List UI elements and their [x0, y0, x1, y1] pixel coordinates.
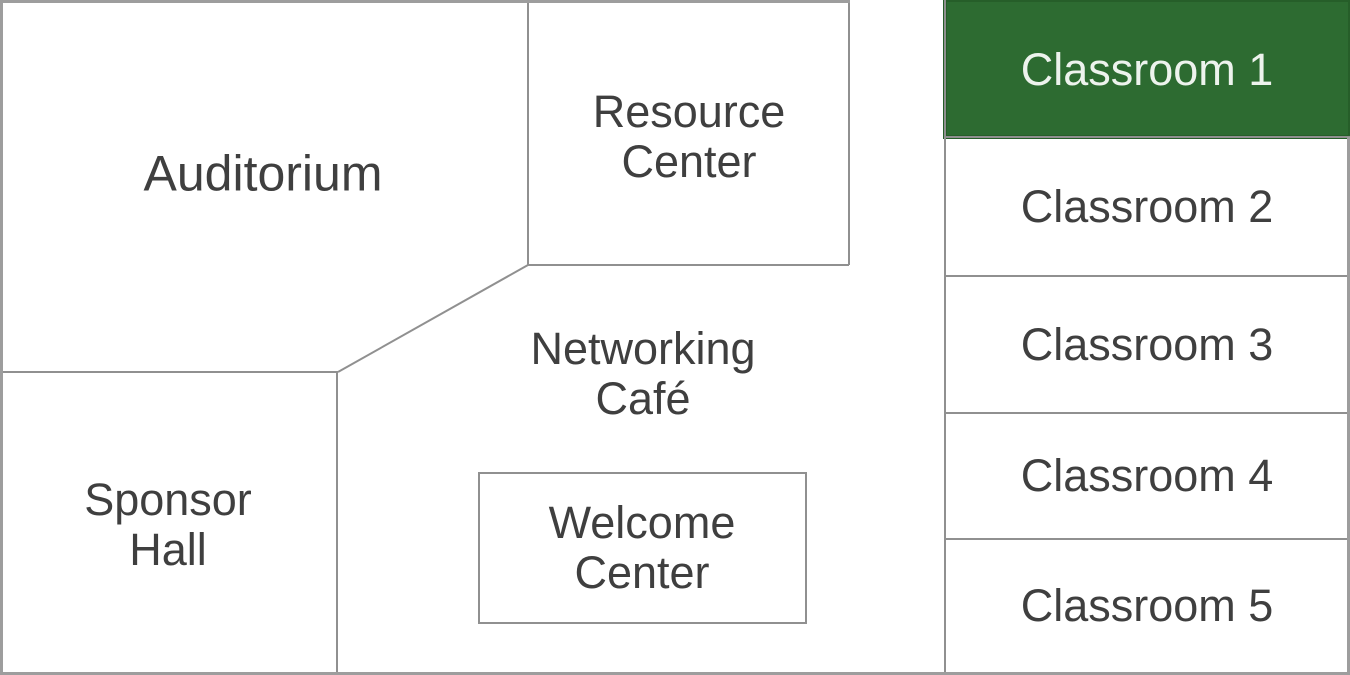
room-classroom-3[interactable] [945, 276, 1350, 413]
room-classroom-1[interactable] [945, 0, 1350, 137]
room-classroom-5[interactable] [945, 539, 1350, 673]
room-sponsor-hall[interactable] [0, 372, 337, 673]
room-classroom-4[interactable] [945, 413, 1350, 539]
room-welcome-center[interactable] [479, 473, 806, 623]
room-classroom-2[interactable] [945, 137, 1350, 276]
room-resource-center[interactable] [528, 0, 850, 265]
welcome-center-outline [478, 472, 807, 624]
